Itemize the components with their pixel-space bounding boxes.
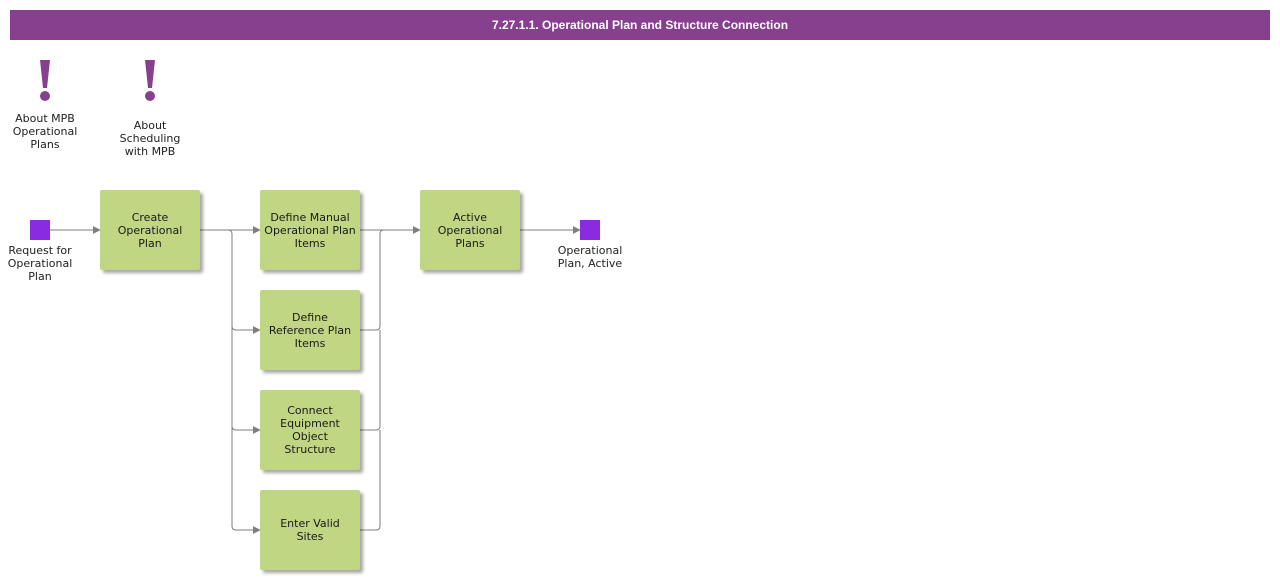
- task-label: Define Reference Plan Items: [268, 310, 352, 350]
- start-event-label: Request for Operational Plan: [7, 244, 73, 283]
- diagram-title: 7.27.1.1. Operational Plan and Structure…: [10, 10, 1270, 40]
- task-define-reference-plan-items[interactable]: Define Reference Plan Items: [260, 290, 360, 370]
- task-enter-valid-sites[interactable]: Enter Valid Sites: [260, 490, 360, 570]
- connector-create-to-connect: [231, 326, 261, 434]
- note-label: About MPB Operational Plans: [12, 112, 78, 151]
- task-active-operational-plans[interactable]: Active Operational Plans: [420, 190, 520, 270]
- task-label: Enter Valid Sites: [280, 517, 340, 543]
- task-label: Define Manual Operational Plan Items: [264, 210, 356, 250]
- connector-create-to-sites: [231, 426, 261, 534]
- exclamation-icon: [145, 60, 155, 101]
- start-event[interactable]: [30, 220, 50, 240]
- task-define-manual-operational-plan-items[interactable]: Define Manual Operational Plan Items: [260, 190, 360, 270]
- note-label: About Scheduling with MPB: [119, 119, 181, 158]
- connector-sites-to-active: [360, 430, 381, 531]
- exclamation-icon: [40, 60, 50, 101]
- end-event[interactable]: [580, 220, 600, 240]
- task-label: Create Operational Plan: [117, 210, 183, 250]
- end-event-label: Operational Plan, Active: [557, 244, 623, 270]
- connector-create-to-reference: [200, 229, 261, 334]
- task-label: Connect Equipment Object Structure: [280, 404, 340, 456]
- connector-reference-to-active: [360, 229, 392, 331]
- connector-connect-to-active: [360, 330, 381, 431]
- note-about-mpb-operational-plans[interactable]: About MPB Operational Plans: [0, 58, 90, 151]
- task-create-operational-plan[interactable]: Create Operational Plan: [100, 190, 200, 270]
- note-about-scheduling-with-mpb[interactable]: About Scheduling with MPB: [105, 58, 195, 158]
- task-connect-equipment-object-structure[interactable]: Connect Equipment Object Structure: [260, 390, 360, 470]
- task-label: Active Operational Plans: [437, 210, 503, 250]
